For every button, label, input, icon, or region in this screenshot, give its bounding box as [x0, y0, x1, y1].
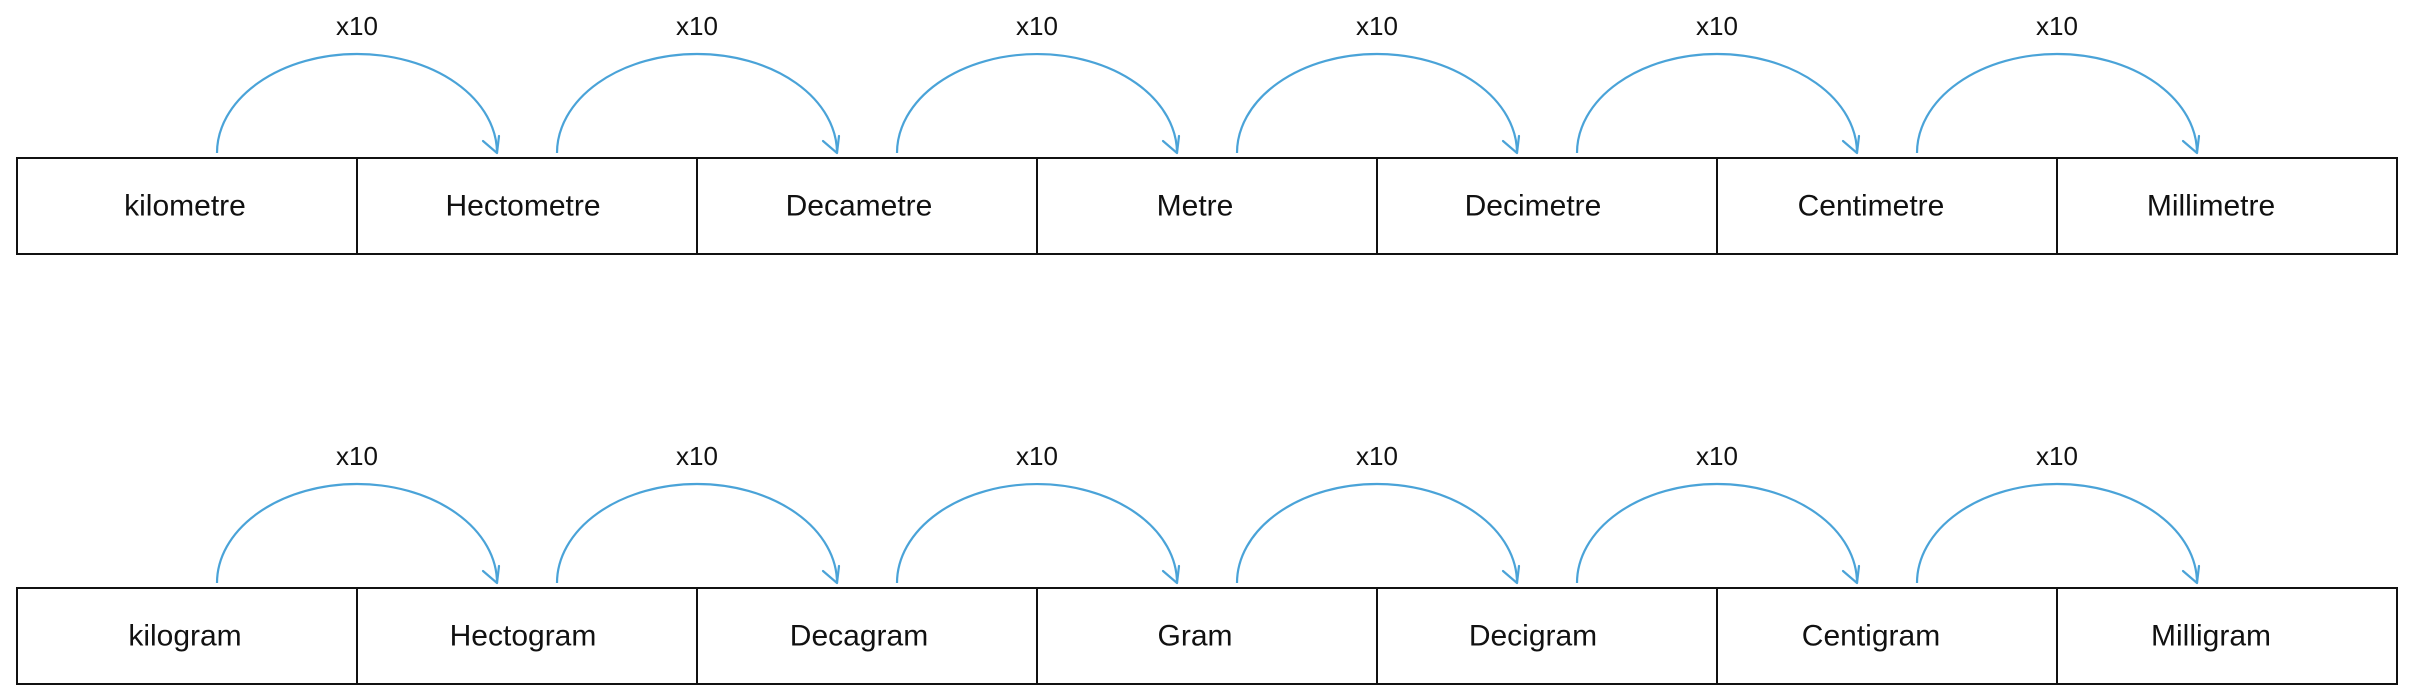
unit-cell: kilogram [16, 587, 358, 685]
conversion-arrow: x10 [555, 441, 841, 585]
unit-cell-box [1036, 157, 1378, 255]
arrowhead-icon [1841, 134, 1861, 155]
unit-cell: Decagram [696, 587, 1038, 685]
conversion-arrow: x10 [1235, 11, 1521, 155]
unit-cell: kilometre [16, 157, 358, 255]
factor-label: x10 [676, 11, 718, 41]
arc-line [215, 52, 499, 154]
conversion-arrow: x10 [1575, 441, 1861, 585]
factor-label: x10 [1016, 441, 1058, 471]
unit-label: Decagram [790, 620, 928, 653]
unit-cell-box [696, 157, 1038, 255]
arc-line [1235, 482, 1519, 584]
conversion-arrow: x10 [895, 11, 1181, 155]
arc-line [215, 482, 499, 584]
unit-label: Centimetre [1798, 190, 1945, 223]
factor-label: x10 [1696, 11, 1738, 41]
unit-cell: Gram [1036, 587, 1378, 685]
conversion-arrow: x10 [1235, 441, 1521, 585]
unit-cell-box [1716, 587, 2058, 685]
arrowhead-icon [821, 564, 841, 585]
conversion-arrow: x10 [1575, 11, 1861, 155]
factor-label: x10 [676, 441, 718, 471]
arrowhead-icon [821, 134, 841, 155]
unit-label: Centigram [1802, 620, 1940, 653]
unit-cell-box [1036, 587, 1378, 685]
conversion-arrow: x10 [215, 11, 501, 155]
unit-label: Hectometre [445, 190, 600, 223]
arrowhead-icon [2181, 134, 2201, 155]
conversion-arrow: x10 [1915, 11, 2201, 155]
unit-label: Millimetre [2147, 190, 2275, 223]
factor-label: x10 [1356, 11, 1398, 41]
arc-line [555, 52, 839, 154]
arrowhead-icon [1501, 564, 1521, 585]
unit-cell: Millimetre [2056, 157, 2398, 255]
unit-cell-box [1376, 587, 1718, 685]
unit-cell-box [16, 587, 358, 685]
arc-line [1235, 52, 1519, 154]
conversion-arrow: x10 [555, 11, 841, 155]
unit-cell: Centigram [1716, 587, 2058, 685]
unit-cell-box [1376, 157, 1718, 255]
unit-cell: Hectometre [356, 157, 698, 255]
unit-label: Gram [1158, 620, 1233, 653]
arrowhead-icon [1161, 134, 1181, 155]
factor-label: x10 [336, 11, 378, 41]
unit-cell-box [1716, 157, 2058, 255]
arc-line [1575, 482, 1859, 584]
unit-label: Milligram [2151, 620, 2271, 653]
arrowhead-icon [2181, 564, 2201, 585]
arrowhead-icon [1161, 564, 1181, 585]
unit-label: kilogram [128, 620, 241, 653]
unit-cell-box [356, 157, 698, 255]
arc-line [895, 52, 1179, 154]
unit-label: Metre [1157, 190, 1234, 223]
factor-label: x10 [1696, 441, 1738, 471]
unit-cell-box [16, 157, 358, 255]
arrowhead-icon [1841, 564, 1861, 585]
unit-cell: Hectogram [356, 587, 698, 685]
arc-line [1575, 52, 1859, 154]
arrowhead-icon [1501, 134, 1521, 155]
unit-label: kilometre [124, 190, 246, 223]
arc-line [895, 482, 1179, 584]
unit-label: Decigram [1469, 620, 1597, 653]
row-length: kilometre Hectometre Decametre Metre Decimet… [16, 11, 2398, 255]
factor-label: x10 [336, 441, 378, 471]
unit-label: Decametre [786, 190, 933, 223]
factor-label: x10 [1016, 11, 1058, 41]
conversion-arrow: x10 [895, 441, 1181, 585]
factor-label: x10 [2036, 11, 2078, 41]
unit-cell: Centimetre [1716, 157, 2058, 255]
arc-line [555, 482, 839, 584]
unit-cell: Milligram [2056, 587, 2398, 685]
unit-cell: Decametre [696, 157, 1038, 255]
arc-line [1915, 482, 2199, 584]
unit-label: Hectogram [450, 620, 597, 653]
unit-cell: Decigram [1376, 587, 1718, 685]
unit-cell-box [696, 587, 1038, 685]
arrowhead-icon [481, 134, 501, 155]
unit-cell-box [356, 587, 698, 685]
conversion-arrow: x10 [215, 441, 501, 585]
unit-cell: Metre [1036, 157, 1378, 255]
factor-label: x10 [2036, 441, 2078, 471]
unit-cell-box [2056, 157, 2398, 255]
factor-label: x10 [1356, 441, 1398, 471]
row-mass: kilogram Hectogram Decagram Gram Decigram Cen… [16, 441, 2398, 685]
unit-cell: Decimetre [1376, 157, 1718, 255]
unit-cell-box [2056, 587, 2398, 685]
arc-line [1915, 52, 2199, 154]
arrowhead-icon [481, 564, 501, 585]
conversion-arrow: x10 [1915, 441, 2201, 585]
unit-label: Decimetre [1465, 190, 1602, 223]
